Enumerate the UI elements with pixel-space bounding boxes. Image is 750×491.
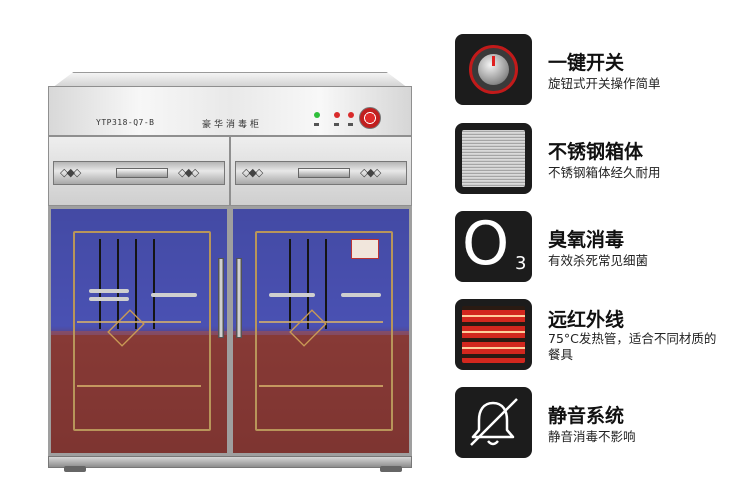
- infrared-heater-icon: [455, 299, 532, 370]
- rack-rod: [99, 239, 101, 329]
- cabinet-base: [48, 456, 412, 468]
- plate: [89, 289, 129, 293]
- bowl: [151, 293, 197, 297]
- feature-title: 远红外线: [548, 309, 625, 331]
- feature-description: 不锈钢箱体经久耐用: [548, 165, 661, 180]
- lower-compartment: [51, 331, 227, 453]
- feature-title: 一键开关: [548, 52, 625, 74]
- ozone-icon-letter: O: [462, 211, 510, 279]
- rotary-knob-icon: [455, 34, 532, 105]
- feature-description: 75°C发热管，适合不同材质的餐具: [548, 331, 717, 362]
- muted-bell-icon: [455, 387, 532, 458]
- feature-title: 臭氧消毒: [548, 229, 625, 251]
- panel-button: [314, 123, 319, 126]
- diamond-pattern-icon: ◇◆◇: [242, 166, 263, 179]
- ozone-o3-icon: O 3: [455, 211, 532, 282]
- rack-rod: [117, 239, 119, 329]
- feature-item-stainless-steel: 不锈钢箱体 不锈钢箱体经久耐用: [455, 123, 735, 195]
- lower-rack: [259, 385, 383, 387]
- cabinet-brand-label: 豪华消毒柜: [202, 120, 263, 130]
- feature-description: 有效杀死常见细菌: [548, 253, 649, 268]
- rack-rod: [153, 239, 155, 329]
- green-indicator-light: [314, 112, 320, 118]
- right-glass-door: [230, 206, 412, 456]
- drawer-handle: [298, 168, 350, 178]
- diamond-pattern-icon: ◇◆◇: [178, 166, 199, 179]
- feature-title: 不锈钢箱体: [548, 141, 644, 163]
- panel-button: [348, 123, 353, 126]
- rotary-knob: [359, 107, 381, 129]
- feature-item-one-key-switch: 一键开关 旋钮式开关操作简单: [455, 34, 735, 106]
- feature-item-infrared: 远红外线 75°C发热管，适合不同材质的餐具: [455, 299, 735, 371]
- panel-button: [334, 123, 339, 126]
- bowl: [341, 293, 381, 297]
- rack-rod: [307, 239, 309, 329]
- product-sticker: [351, 239, 379, 259]
- drawer-decor-strip: ◇◆◇ ◇◆◇: [53, 161, 225, 185]
- rack-rod: [289, 239, 291, 329]
- rack-rod: [135, 239, 137, 329]
- feature-title: 静音系统: [548, 405, 625, 427]
- cabinet-control-panel: YTP318-Q7-B 豪华消毒柜: [48, 86, 412, 136]
- feature-item-silent: 静音系统 静音消毒不影响: [455, 387, 735, 459]
- cabinet-foot: [64, 466, 86, 472]
- stainless-steel-icon: [455, 123, 532, 194]
- feature-item-ozone: O 3 臭氧消毒 有效杀死常见细菌: [455, 211, 735, 283]
- red-indicator-light-2: [348, 112, 354, 118]
- muted-bell-svg: [470, 398, 518, 446]
- upper-compartment: [233, 209, 409, 335]
- upper-compartment: [51, 209, 227, 335]
- feature-description: 静音消毒不影响: [548, 429, 636, 444]
- left-door-handle: [218, 258, 224, 338]
- left-drawer: ◇◆◇ ◇◆◇: [48, 136, 230, 206]
- rack-rod: [325, 239, 327, 329]
- ozone-icon-subscript: 3: [515, 253, 527, 274]
- upper-rack: [259, 321, 383, 323]
- diamond-pattern-icon: ◇◆◇: [360, 166, 381, 179]
- upper-rack: [77, 321, 201, 323]
- door-gold-frame: [73, 231, 211, 431]
- drawer-handle: [116, 168, 168, 178]
- red-indicator-light: [334, 112, 340, 118]
- cabinet-model-label: YTP318-Q7-B: [96, 118, 155, 127]
- right-door-handle: [236, 258, 242, 338]
- right-drawer: ◇◆◇ ◇◆◇: [230, 136, 412, 206]
- plate: [89, 297, 129, 301]
- feature-description: 旋钮式开关操作简单: [548, 76, 661, 91]
- drawer-decor-strip: ◇◆◇ ◇◆◇: [235, 161, 407, 185]
- disinfection-cabinet-image: YTP318-Q7-B 豪华消毒柜 ◇◆◇ ◇◆◇ ◇◆◇ ◇◆◇: [48, 72, 412, 472]
- bowl: [269, 293, 315, 297]
- door-gold-frame: [255, 231, 393, 431]
- left-glass-door: [48, 206, 230, 456]
- diamond-pattern-icon: ◇◆◇: [60, 166, 81, 179]
- lower-rack: [77, 385, 201, 387]
- lower-compartment: [233, 331, 409, 453]
- cabinet-foot: [380, 466, 402, 472]
